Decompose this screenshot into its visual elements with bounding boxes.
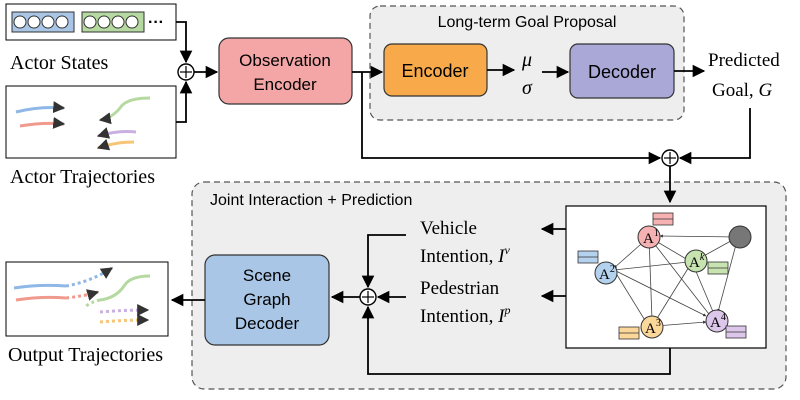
graph-node-ak: Ak bbox=[684, 249, 708, 273]
actor-states-icon: ··· bbox=[5, 3, 177, 41]
plus-node-goal bbox=[661, 149, 679, 167]
pedestrian-intention-line2: Intention, Ip bbox=[420, 303, 510, 327]
joint-interaction-title: Joint Interaction + Prediction bbox=[210, 192, 412, 209]
observation-encoder-line1: Observation bbox=[239, 51, 331, 70]
graph-node-a2: A2 bbox=[594, 261, 618, 285]
graph-node-dark bbox=[728, 225, 752, 249]
scene-decoder-line1: Scene bbox=[243, 266, 291, 285]
graph-edges bbox=[613, 234, 739, 328]
sigma-symbol: σ bbox=[522, 77, 533, 99]
node-feature-bars bbox=[577, 212, 747, 340]
state-ellipsis: ··· bbox=[148, 14, 164, 31]
plus-node-input bbox=[177, 63, 195, 81]
output-trajectories-label: Output Trajectories bbox=[8, 344, 163, 366]
output-trajectories-icon bbox=[5, 261, 169, 337]
goal-proposal-title: Long-term Goal Proposal bbox=[438, 14, 617, 31]
svg-text:A2: A2 bbox=[599, 264, 615, 283]
scene-decoder-line3: Decoder bbox=[235, 314, 300, 333]
goal-symbol: G bbox=[758, 80, 772, 101]
vehicle-intention-line1: Vehicle bbox=[420, 218, 477, 239]
predicted-goal-line2: Goal, G bbox=[712, 80, 772, 101]
actor-trajectories-icon bbox=[5, 85, 177, 159]
pedestrian-intention-line1: Pedestrian bbox=[420, 278, 500, 299]
graph-node-a3: A3 bbox=[640, 315, 664, 339]
graph-node-a1: A1 bbox=[637, 225, 661, 249]
graph-node-a4: A4 bbox=[705, 309, 729, 333]
actor-trajectories-label: Actor Trajectories bbox=[10, 166, 155, 188]
decoder-label: Decoder bbox=[588, 62, 656, 82]
plus-node-decoder bbox=[359, 288, 377, 306]
mu-symbol: μ bbox=[521, 49, 532, 71]
scene-decoder-line2: Graph bbox=[243, 290, 290, 309]
svg-text:A4: A4 bbox=[710, 312, 726, 331]
observation-encoder-box bbox=[218, 37, 353, 105]
svg-text:A3: A3 bbox=[645, 318, 661, 337]
svg-text:Ak: Ak bbox=[689, 252, 705, 271]
observation-encoder-line2: Encoder bbox=[253, 75, 317, 94]
actor-states-label: Actor States bbox=[10, 52, 109, 74]
encoder-label: Encoder bbox=[401, 61, 468, 81]
svg-text:A1: A1 bbox=[643, 228, 659, 247]
predicted-goal-line1: Predicted bbox=[708, 50, 780, 71]
vehicle-intention-line2: Intention, Iv bbox=[420, 243, 510, 267]
